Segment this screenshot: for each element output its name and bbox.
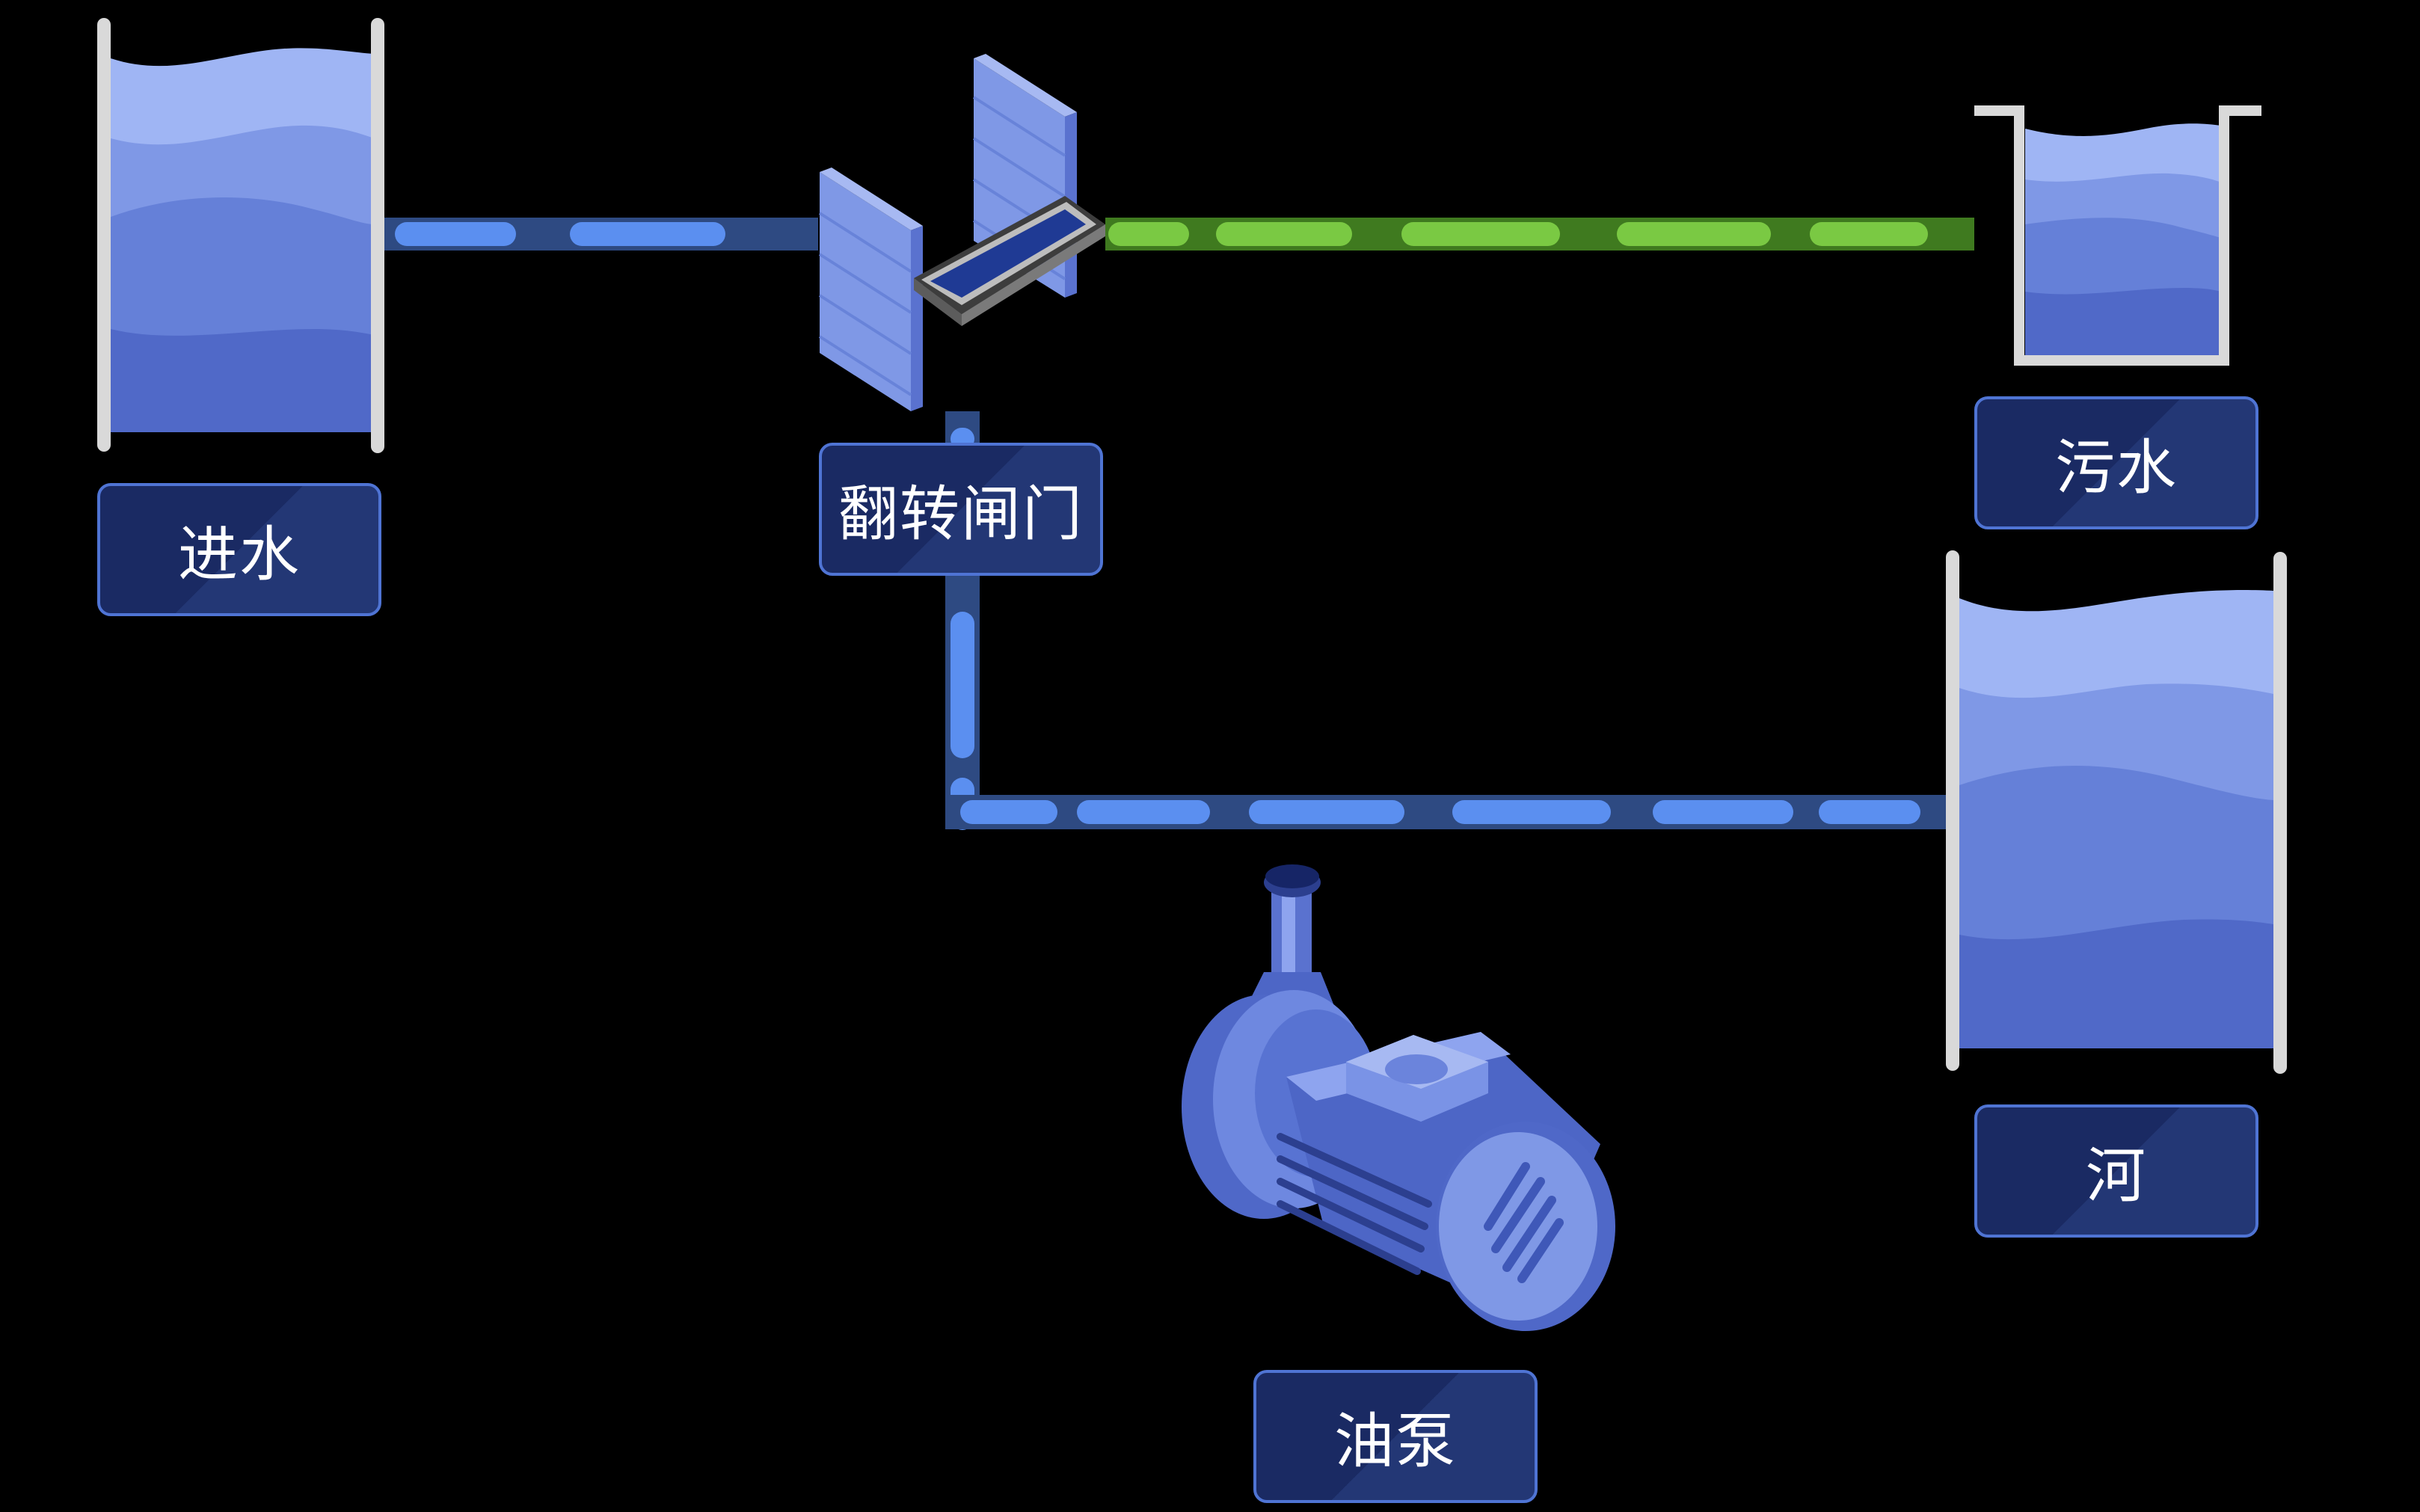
river-tank: [1946, 550, 2287, 1074]
intake-label: 进水: [97, 483, 381, 616]
intake-tank: [97, 18, 384, 453]
flip-gate-label: 翻转闸门: [819, 443, 1103, 576]
pipe-gate-to-sewage: [1105, 218, 1974, 251]
pipe-to-river: [945, 795, 1952, 829]
sewage-label: 污水: [1974, 396, 2258, 529]
oil-pump-label: 油泵: [1253, 1370, 1538, 1503]
oil-pump-label-text: 油泵: [1334, 1407, 1457, 1476]
flip-gate-icon: [818, 54, 1105, 411]
sewage-label-text: 污水: [2055, 433, 2178, 503]
sewage-tank: [1974, 105, 2261, 366]
river-label: 河: [1974, 1104, 2258, 1238]
intake-label-text: 进水: [178, 520, 301, 589]
pipe-intake-to-gate: [384, 218, 818, 251]
flip-gate-label-text: 翻转闸门: [838, 479, 1084, 549]
oil-pump-icon: [1182, 864, 1615, 1331]
river-label-text: 河: [2086, 1141, 2147, 1211]
